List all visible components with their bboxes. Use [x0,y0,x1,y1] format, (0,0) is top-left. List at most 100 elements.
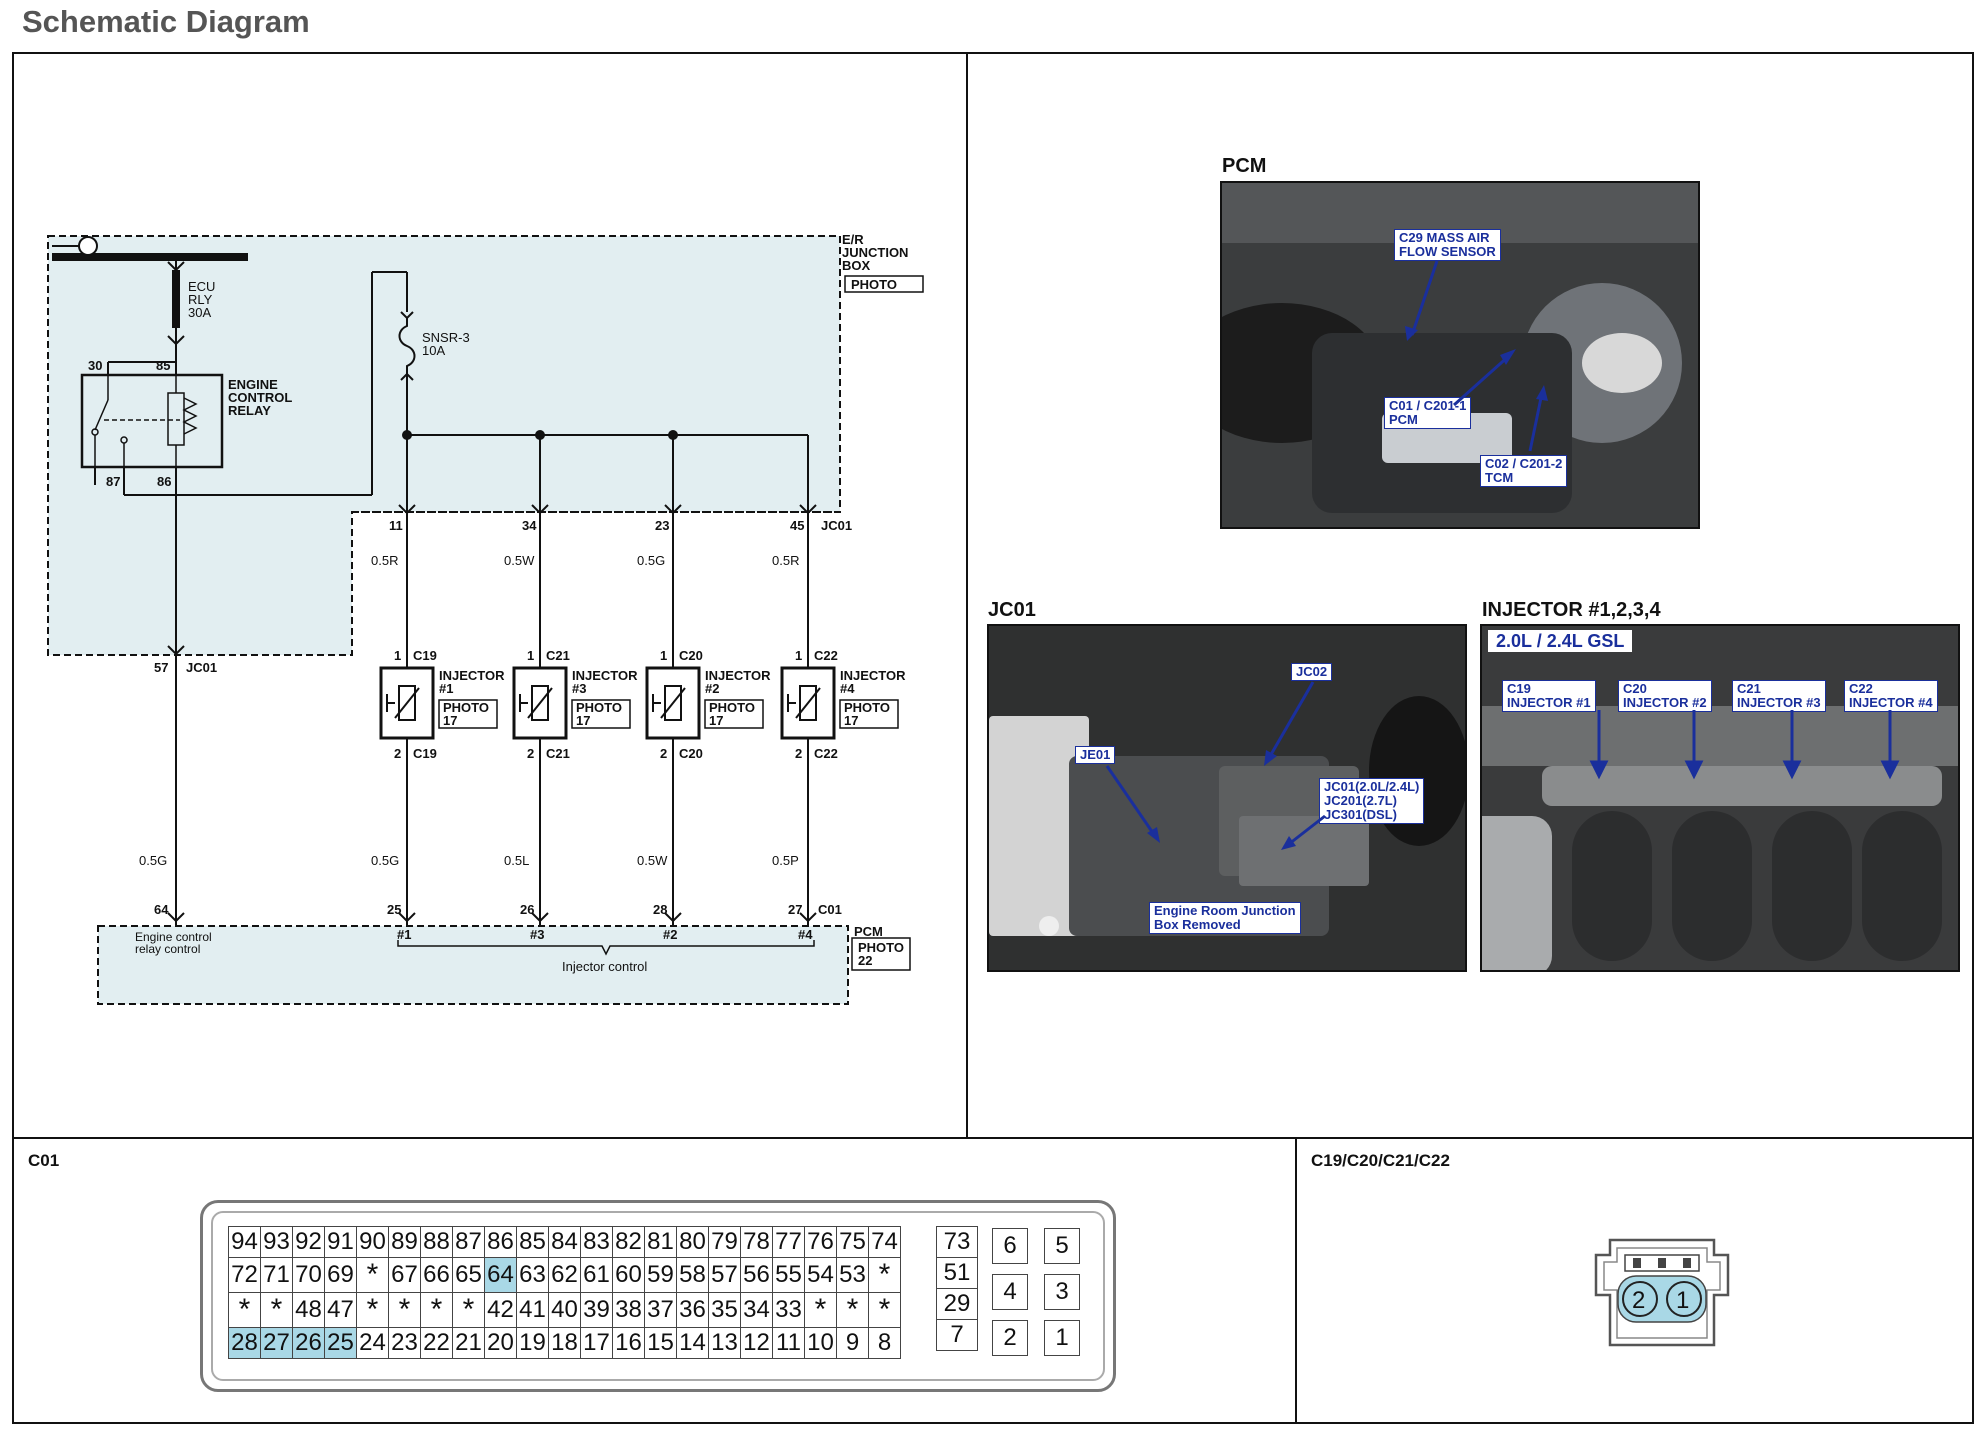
c01-pin-56: 56 [740,1257,773,1293]
c01-pin-36: 36 [676,1292,709,1328]
er-photo-label: PHOTO [851,277,897,292]
er-junction-box-area [47,235,841,656]
callout-removed: Engine Room Junction Box Removed [1149,902,1301,934]
c01-pin-90: 90 [356,1226,389,1258]
callout-jc01-variants: JC01(2.0L/2.4L) JC201(2.7L) JC301(DSL) [1319,778,1425,824]
pcm-photo-title: PCM [1222,155,1266,177]
c01-pin-13: 13 [708,1327,741,1359]
engine-control-relay [80,373,224,469]
c01-pin-74: 74 [868,1226,901,1258]
c01-pin-48: 48 [292,1292,325,1328]
c01-pin-94: 94 [228,1226,261,1258]
pcm-label: PCM [854,924,883,939]
callout-c22: C22 INJECTOR #4 [1844,680,1938,712]
c01-pin-40: 40 [548,1292,581,1328]
c01-pin-57: 57 [708,1257,741,1293]
c01-pin-1: 1 [1044,1320,1080,1356]
pin2-C22: 2 [795,746,802,761]
c01-pin-unused: * [868,1292,901,1328]
c01-pin-47: 47 [324,1292,357,1328]
relay-pin-86: 86 [157,474,171,489]
wire-bottom-1: 0.5G [371,853,399,868]
jc01-pin-34: 34 [522,518,537,533]
pcm-pin-64: 64 [154,902,169,917]
c01-pin-76: 76 [804,1226,837,1258]
c01-pin-71: 71 [260,1257,293,1293]
c01-pin-42: 42 [484,1292,517,1328]
c01-pin-unused: * [836,1292,869,1328]
c01-pin-unused: * [804,1292,837,1328]
injector-arrows [1589,710,1900,780]
c01-pin-unused: * [260,1292,293,1328]
injector-control-label: Injector control [562,959,647,974]
c01-pin-53: 53 [836,1257,869,1293]
c01-pin-58: 58 [676,1257,709,1293]
c01-pin-17: 17 [580,1327,613,1359]
jc01-label-top: JC01 [821,518,852,533]
conn-C22-bottom: C22 [814,746,838,761]
callout-c21: C21 INJECTOR #3 [1732,680,1826,712]
pcm-area [97,925,849,1005]
c01-pin-37: 37 [644,1292,677,1328]
injector-photo-title: INJECTOR #1,2,3,4 [1482,599,1661,621]
c01-pin-82: 82 [612,1226,645,1258]
jc01-pin-23: 23 [655,518,669,533]
c01-pin-59: 59 [644,1257,677,1293]
c01-pin-12: 12 [740,1327,773,1359]
wire-bottom-4: 0.5P [772,853,799,868]
inj-connector-title: C19/C20/C21/C22 [1311,1151,1450,1170]
inj-pin-2: 2 [1632,1287,1645,1314]
c01-pin-33: 33 [772,1292,805,1328]
injector-label-4: INJECTOR#4 [840,668,906,696]
c01-pin-8: 8 [868,1327,901,1359]
callout-je01: JE01 [1075,746,1116,764]
c01-pin-91: 91 [324,1226,357,1258]
pcm-channel-2: #3 [530,927,544,942]
pin1-C20: 1 [660,648,667,663]
c01-pin-81: 81 [644,1226,677,1258]
c01-pin-70: 70 [292,1257,325,1293]
conn-C20-bottom: C20 [679,746,703,761]
pcm-arrows [1405,260,1548,452]
c01-pin-65: 65 [452,1257,485,1293]
c01-pin-unused: * [356,1292,389,1328]
pin1-C19: 1 [394,648,401,663]
pcm-channel-4: #4 [798,927,813,942]
c01-pin-54: 54 [804,1257,837,1293]
wire-top-2: 0.5W [504,553,535,568]
c01-pin-85: 85 [516,1226,549,1258]
c01-pin-19: 19 [516,1327,549,1359]
c01-connector-title: C01 [28,1151,59,1170]
pin1-C22: 1 [795,648,802,663]
c01-pin-unused: * [868,1257,901,1293]
c01-pin-20: 20 [484,1327,517,1359]
injector-connector-drawing: 2 1 [1594,1238,1730,1347]
conn-C19-bottom: C19 [413,746,437,761]
c01-pin-55: 55 [772,1257,805,1293]
c01-pin-77: 77 [772,1226,805,1258]
jc01-pin-45: 45 [790,518,804,533]
c01-pin-38: 38 [612,1292,645,1328]
c01-pin-78: 78 [740,1226,773,1258]
wire-relay-ctrl: 0.5G [139,853,167,868]
c01-pin-3: 3 [1044,1274,1080,1310]
jc01-photo-title: JC01 [988,599,1036,621]
pin2-C20: 2 [660,746,667,761]
c01-pin-5: 5 [1044,1228,1080,1264]
injector-label-1: INJECTOR#1 [439,668,505,696]
c01-pin-69: 69 [324,1257,357,1293]
c01-pin-83: 83 [580,1226,613,1258]
pcm-pin-27: 27 [788,902,802,917]
c01-pin-75: 75 [836,1226,869,1258]
pin2-C21: 2 [527,746,534,761]
ecu-fuse [172,270,180,328]
c01-pin-18: 18 [548,1327,581,1359]
pcm-pin-26: 26 [520,902,534,917]
c01-pin-unused: * [228,1292,261,1328]
